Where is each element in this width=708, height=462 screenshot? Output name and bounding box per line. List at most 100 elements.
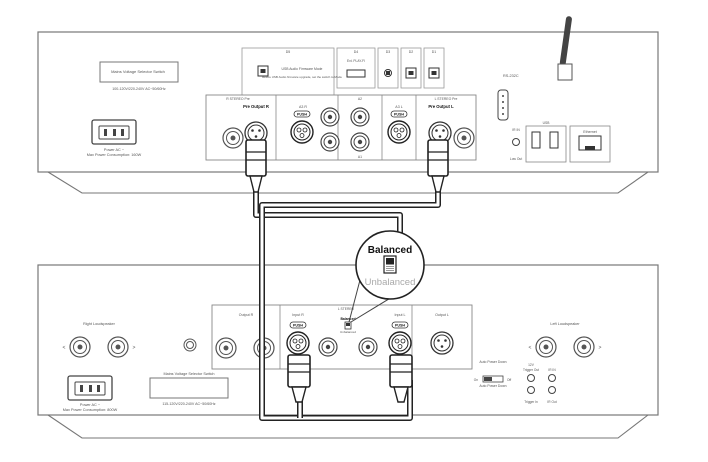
output-l-label: Output L (435, 313, 449, 317)
speaker-l-neg-icon[interactable] (573, 336, 595, 358)
voltage-switch-values-bottom: 115-120V/220-240V AC~50/60Hz (162, 402, 215, 406)
voltage-switch-title: Mains Voltage Selector Switch (111, 69, 165, 74)
trigger-out-jack-icon[interactable] (527, 374, 535, 382)
ir-in-label-bottom: IR IN (548, 368, 556, 372)
ir-in-label: IR IN (512, 128, 520, 132)
xlr-plug-bottom-l (389, 354, 413, 403)
section-d3 (377, 47, 399, 89)
push-tab-input-l[interactable] (391, 321, 409, 329)
input-l-label: Input L (395, 313, 406, 317)
usb-a-port-1-icon[interactable] (531, 131, 541, 149)
power-socket-icon (91, 119, 137, 145)
auto-power-down-switch[interactable] (482, 375, 504, 383)
ir-in-jack-icon[interactable] (512, 138, 520, 146)
usb-a-port-2-icon[interactable] (549, 131, 559, 149)
rs232-port-icon[interactable] (497, 89, 509, 121)
power-consumption: Max Power Consumption: 160W (87, 153, 142, 157)
section-label-d1: D1 (432, 50, 437, 54)
push-tab-a3r[interactable] (293, 110, 311, 118)
ethernet-label: Ethernet (583, 130, 597, 134)
section-d4 (336, 47, 376, 89)
stereo-l-label: L STEREO Pre (435, 97, 458, 101)
usb-b-port-3-icon[interactable] (428, 67, 440, 79)
svg-text:<: < (529, 345, 532, 351)
svg-text:>: > (599, 345, 602, 351)
stereo-r-label: R STEREO Pre (226, 97, 250, 101)
rca-a1-r-icon[interactable] (320, 132, 340, 152)
ir-out-label: IR Out (547, 400, 556, 404)
output-r-neg-icon[interactable] (215, 337, 237, 359)
auto-power-down-label: Auto Power Down (479, 384, 506, 388)
pre-output-l-label: Pre Output L (428, 104, 454, 109)
xlr-output-l-icon-bottom[interactable] (430, 331, 454, 355)
auto-power-off-label: Off (507, 378, 511, 382)
xlr-input-r-icon[interactable] (286, 331, 310, 355)
push-label-input-l: PUSH (395, 324, 405, 328)
push-label-a3r: PUSH (297, 113, 307, 117)
right-speaker-label: Right Loudspeaker (83, 322, 116, 326)
callout-balanced-label: Balanced (368, 245, 412, 256)
ir-out-jack-icon[interactable] (548, 386, 556, 394)
xlr-input-a3r-icon[interactable] (290, 120, 314, 144)
rca-a1-l-icon[interactable] (350, 132, 370, 152)
low-out-label: Low Out (510, 157, 522, 161)
power-label-bottom: Power AC ~ (80, 403, 101, 407)
terminal-post-r-icon (222, 127, 244, 149)
small-switch-balanced-label: Balanced (340, 317, 355, 321)
rca-input-l-icon[interactable] (358, 337, 378, 357)
pre-output-r-label: Pre Output R (243, 104, 269, 109)
small-switch-unbalanced-label: Unbalanced (340, 330, 356, 334)
left-speaker-label: Left Loudspeaker (550, 322, 580, 326)
top-unit-base (47, 171, 649, 194)
section-label-d3: D3 (386, 50, 391, 54)
output-r-label: Output R (239, 313, 254, 317)
voltage-selector-switch[interactable] (99, 61, 179, 83)
top-unit: Mains Voltage Selector Switch 100-120V/2… (37, 16, 659, 194)
rca-a2-r-icon[interactable] (320, 107, 340, 127)
xlr-input-a3l-icon[interactable] (387, 120, 411, 144)
push-label-input-r: PUSH (293, 324, 303, 328)
auto-power-down-group: Auto Power Down On Off Auto Power Down (474, 360, 512, 388)
wifi-antenna-icon (557, 16, 573, 81)
usb-b-port-icon[interactable] (257, 65, 269, 77)
xlr-plug-top-r (245, 139, 267, 193)
xlr-plug-top-l (427, 139, 449, 193)
ir-in-jack-bottom-icon[interactable] (548, 374, 556, 382)
optical-port-icon[interactable] (384, 69, 392, 77)
usb-b-port-2-icon[interactable] (405, 67, 417, 79)
hdmi-port-icon[interactable] (346, 69, 366, 78)
speaker-r-neg-icon[interactable] (107, 336, 129, 358)
voltage-selector-switch-bottom[interactable] (149, 377, 229, 399)
rca-input-r-icon[interactable] (318, 337, 338, 357)
usb-audio-title: USB Audio Firmware Mode (282, 67, 323, 71)
xlr-plug-bottom-r (287, 354, 311, 403)
trigger-out-label: Trigger Out (523, 368, 539, 372)
trigger-in-jack-icon[interactable] (527, 386, 535, 394)
rs232-small-label: RS-232C (503, 74, 519, 78)
push-tab-a3l[interactable] (390, 110, 408, 118)
twelve-v-label: 12V (528, 363, 535, 367)
stereo-label-bottom: L STEREO (338, 307, 355, 311)
input-a3l-label: A3 L (395, 105, 402, 109)
speaker-l-pos-icon[interactable] (535, 336, 557, 358)
input-a2-label: A2 (358, 97, 362, 101)
auto-power-mirror-label: Auto Power Down (479, 360, 506, 364)
power-socket-bottom-icon (67, 375, 113, 401)
section-label-d5: D5 (286, 50, 291, 54)
amp-io-panel (211, 304, 473, 370)
xlr-input-l-icon[interactable] (388, 331, 412, 355)
speaker-r-pos-icon[interactable] (69, 336, 91, 358)
bottom-unit: Right Loudspeaker < > Left Loudspeaker <… (37, 264, 659, 439)
auto-power-on-label: On (474, 378, 478, 382)
balanced-callout: Balanced Unbalanced (348, 230, 425, 323)
push-label-a3l: PUSH (394, 113, 404, 117)
usb-port-label: USB (543, 121, 551, 125)
push-tab-input-r[interactable] (289, 321, 307, 329)
rca-a2-l-icon[interactable] (350, 107, 370, 127)
ground-post-icon (183, 338, 197, 352)
voltage-switch-title-bottom: Mains Voltage Selector Switch (163, 372, 214, 376)
trigger-in-label: Trigger In (524, 400, 538, 404)
hdmi-label: Ext. PLAY-FI (347, 59, 365, 63)
svg-text:<: < (63, 345, 66, 351)
